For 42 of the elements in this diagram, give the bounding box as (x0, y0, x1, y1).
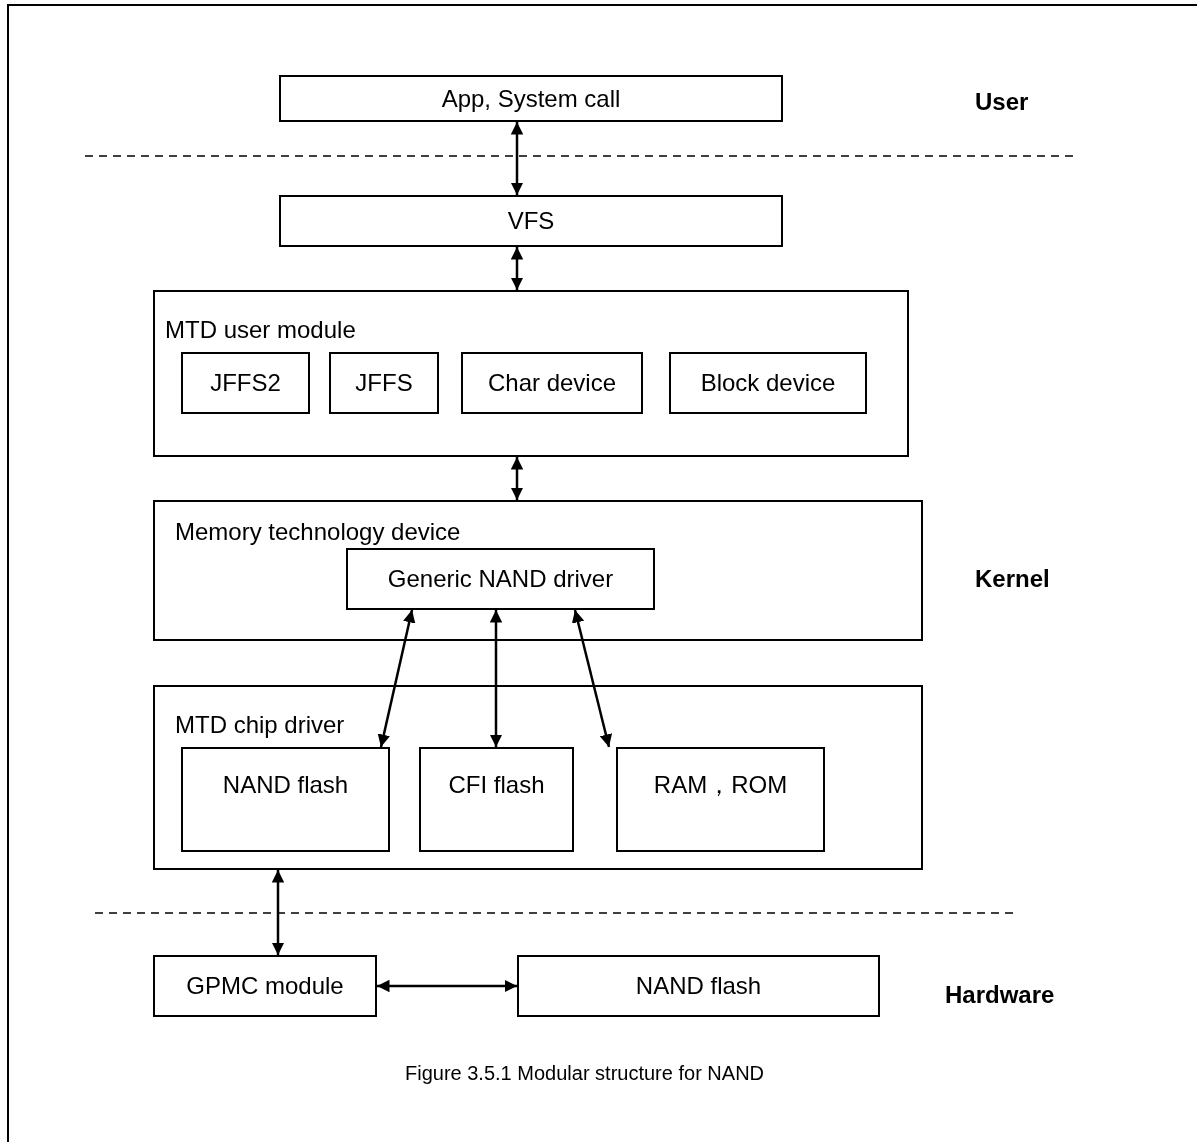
layer-label: Hardware (945, 983, 1055, 1007)
module-box (279, 195, 783, 247)
container-box (153, 685, 923, 870)
module-label: NAND flash (635, 974, 762, 998)
figure-caption: Figure 3.5.1 Modular structure for NAND (405, 1063, 765, 1083)
module-box (517, 955, 880, 1017)
double-arrow (489, 610, 503, 747)
double-arrow (271, 870, 285, 955)
module-label: App, System call (441, 86, 621, 111)
double-arrow (571, 609, 613, 748)
module-box (346, 548, 655, 610)
module-heading: MTD user module (165, 318, 356, 342)
module-box (181, 352, 310, 414)
module-label: VFS (507, 209, 555, 233)
module-box (616, 747, 825, 852)
double-arrow (377, 609, 416, 748)
double-arrow (510, 247, 524, 290)
module-label: CFI flash (448, 773, 545, 797)
module-heading: MTD chip driver (175, 713, 345, 737)
layer-label: User (975, 90, 1029, 114)
module-box (181, 747, 390, 852)
double-arrow (510, 457, 524, 500)
module-label: NAND flash (222, 773, 349, 797)
module-label: JFFS2 (210, 371, 281, 395)
module-box (153, 955, 377, 1017)
module-label: JFFS (355, 371, 413, 395)
container-box (153, 500, 923, 641)
module-box (279, 75, 783, 122)
module-label: Block device (700, 371, 836, 395)
layer-label: Kernel (975, 567, 1050, 591)
module-box (419, 747, 574, 852)
module-box (329, 352, 439, 414)
module-label: Generic NAND driver (387, 567, 614, 591)
module-label: GPMC module (186, 974, 344, 998)
double-arrow (377, 979, 517, 993)
module-box (669, 352, 867, 414)
double-arrow (510, 122, 524, 195)
module-label: RAM，ROM (653, 773, 788, 797)
container-box (153, 290, 909, 457)
module-heading: Memory technology device (175, 520, 461, 544)
module-box (461, 352, 643, 414)
module-label: Char device (487, 371, 617, 395)
